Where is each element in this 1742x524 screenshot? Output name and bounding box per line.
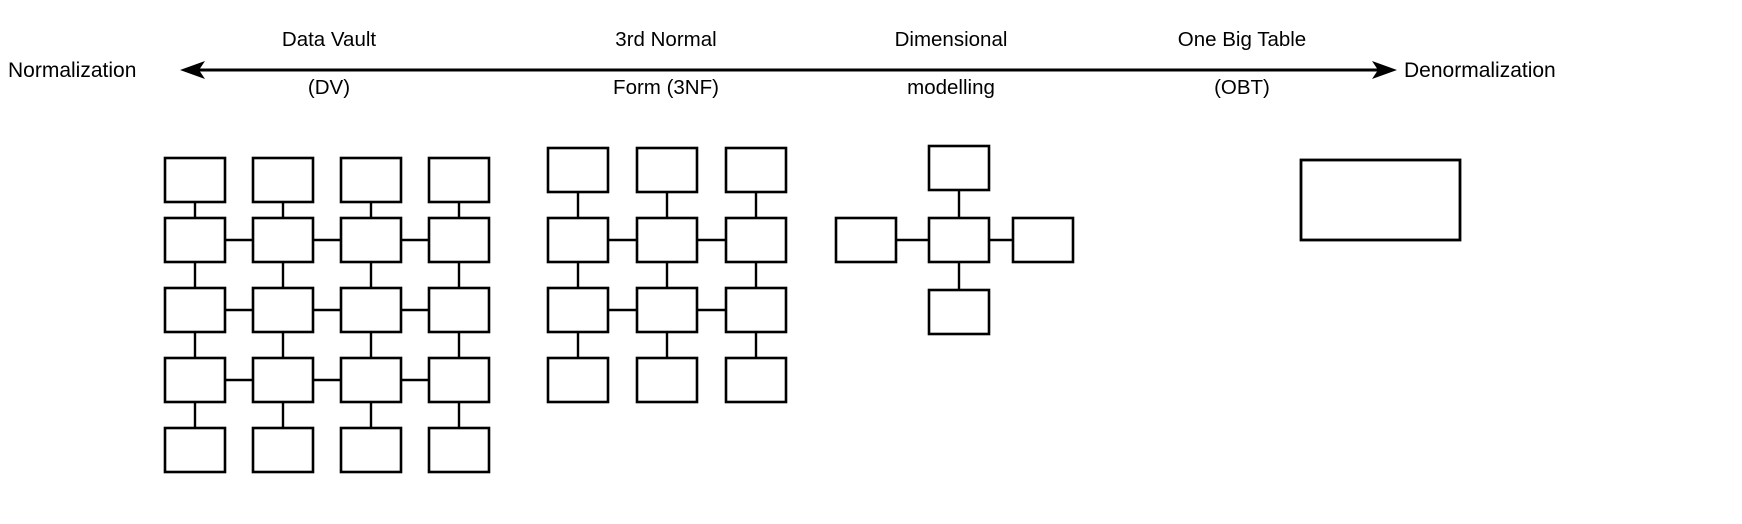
third-normal-form-table-box [724, 216, 788, 264]
third-normal-form-table-box [724, 356, 788, 404]
data-vault-table-box [427, 156, 491, 204]
column-title-data-vault: Data Vault (DV) [229, 4, 429, 100]
third-normal-form-table-box [724, 286, 788, 334]
data-vault-table-box [251, 286, 315, 334]
data-vault-table-box [427, 356, 491, 404]
data-vault-connectors [193, 202, 461, 428]
data-vault-table-box [339, 216, 403, 264]
data-vault-table-box [427, 286, 491, 334]
column-title-line2: Form (3NF) [613, 76, 719, 99]
dimension-table-box-left [834, 216, 898, 264]
data-vault-table-box [339, 426, 403, 474]
axis-label-denormalization: Denormalization [1404, 59, 1556, 82]
data-vault-table-box [163, 356, 227, 404]
third-normal-form-table-box [546, 216, 610, 264]
data-vault-table-box [339, 156, 403, 204]
dimension-table-box-right [1011, 216, 1075, 264]
data-vault-table-box [163, 426, 227, 474]
data-vault-table-box [163, 286, 227, 334]
one-big-table-box [1299, 158, 1462, 242]
third-normal-form-boxes [546, 146, 788, 404]
data-vault-table-box [339, 286, 403, 334]
third-normal-form-table-box [546, 146, 610, 194]
third-normal-form-table-box [635, 356, 699, 404]
third-normal-form-table-box [635, 286, 699, 334]
column-title-line1: Dimensional [894, 28, 1008, 51]
data-vault-table-box [427, 426, 491, 474]
third-normal-form-table-box [635, 216, 699, 264]
column-title-line1: 3rd Normal [615, 28, 717, 51]
axis-label-normalization: Normalization [8, 59, 137, 82]
data-vault-table-box [163, 156, 227, 204]
dimension-table-box-bottom [927, 288, 991, 336]
column-title-line2: (DV) [307, 76, 351, 99]
third-normal-form-table-box [635, 146, 699, 194]
column-title-line1: One Big Table [1177, 28, 1307, 51]
third-normal-form-table-box [546, 356, 610, 404]
dimension-table-box-top [927, 144, 991, 192]
data-vault-boxes [163, 156, 491, 474]
column-title-line2: (OBT) [1214, 76, 1270, 99]
column-title-third-normal-form: 3rd Normal Form (3NF) [566, 4, 766, 100]
data-vault-table-box [251, 356, 315, 404]
data-vault-table-box [339, 356, 403, 404]
column-title-one-big-table: One Big Table (OBT) [1132, 4, 1352, 100]
column-title-line1: Data Vault [281, 28, 377, 51]
data-vault-table-box [251, 426, 315, 474]
data-vault-table-box [163, 216, 227, 264]
third-normal-form-table-box [546, 286, 610, 334]
third-normal-form-connectors [576, 192, 758, 358]
column-title-line2: modelling [907, 76, 995, 99]
one-big-table-box-group [1299, 158, 1462, 242]
data-vault-table-box [427, 216, 491, 264]
data-vault-table-box [251, 216, 315, 264]
dimensional-boxes [834, 144, 1075, 336]
data-vault-table-box [251, 156, 315, 204]
fact-table-box-center [927, 216, 991, 264]
column-title-dimensional-modelling: Dimensional modelling [851, 4, 1051, 100]
dimensional-connectors [896, 190, 1013, 290]
third-normal-form-table-box [724, 146, 788, 194]
